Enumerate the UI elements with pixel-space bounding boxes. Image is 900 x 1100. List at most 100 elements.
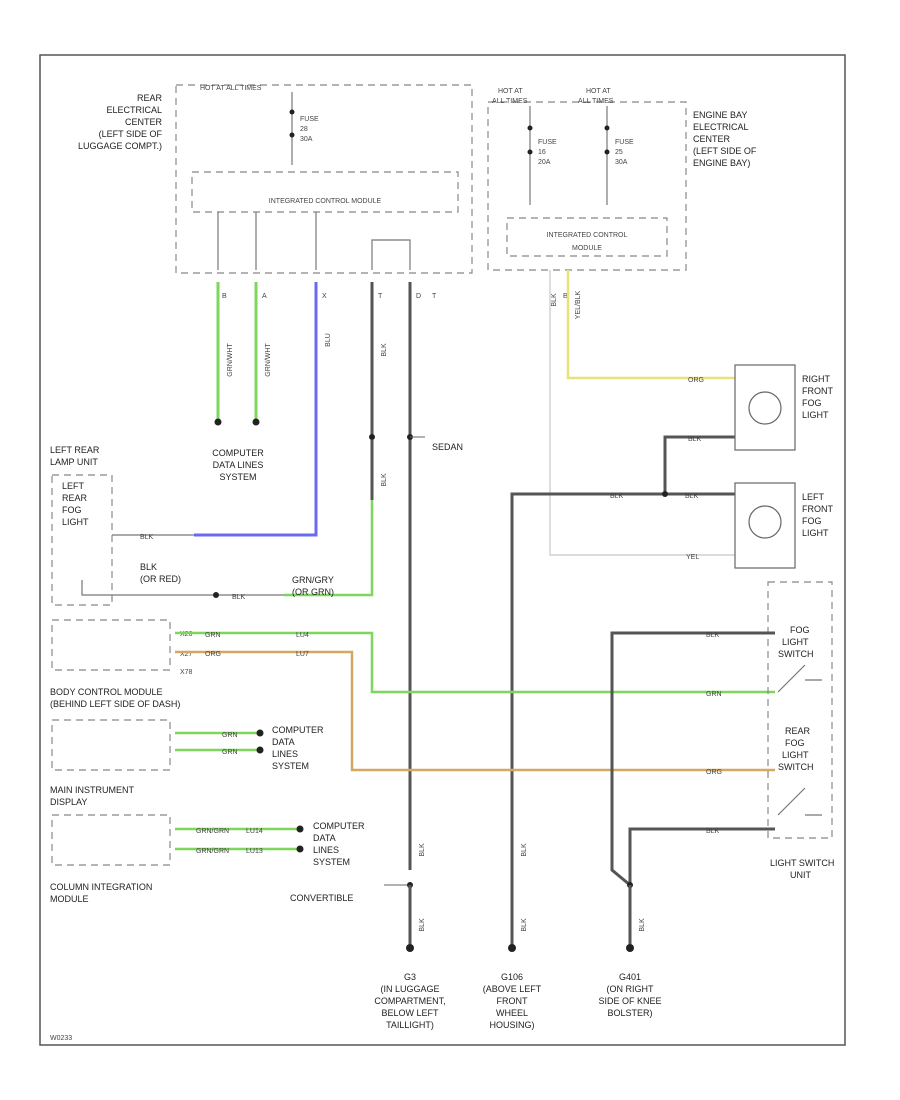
rear-electrical-center: REAR ELECTRICAL CENTER (LEFT SIDE OF LUG… [78,84,473,274]
body-control-module: X26 X27 X78 GRN ORG LU4 LU7 GRN ORG BODY… [50,619,775,776]
rear-fog-switch-label-1: REAR [785,726,811,736]
wire-label-lu7: LU7 [296,651,309,658]
engine-center-label-4: (LEFT SIDE OF [693,146,757,156]
fuse-eng-1-rating: 20A [538,159,551,166]
pin-x78: X78 [180,669,193,676]
cdls-3-line-4: SYSTEM [313,857,350,867]
left-rear-conn-1: LEFT REAR [50,445,100,455]
rf-fog-label-3: FOG [802,398,822,408]
light-switch-unit-label-2: UNIT [790,870,811,880]
g106-label-4: WHEEL [496,1008,528,1018]
rear-center-label-4: (LEFT SIDE OF [99,129,163,139]
bcm-label-2: (BEHIND LEFT SIDE OF DASH) [50,699,180,709]
fuse-eng-2-rating: 30A [615,159,628,166]
g106-label-2: (ABOVE LEFT [483,984,542,994]
g401-label-1: G401 [619,972,641,982]
column-integration-module: GRN/GRN GRN/GRN LU14 LU13 COMPUTER DATA … [50,814,365,904]
fog-switch-label-1: FOG [790,625,810,635]
wire-label-blk-lr: BLK [140,534,154,541]
wire-label-yel: YEL [686,554,699,561]
rear-black-wires: SEDAN BLK BLK [284,282,463,870]
g106-label-3: FRONT [497,996,528,1006]
rf-fog-label-2: FRONT [802,386,833,396]
engine-hot-1-a: HOT AT [498,88,523,95]
lr-fog-label-1: LEFT [62,481,85,491]
engine-center-label-3: CENTER [693,134,731,144]
cdls-3-line-1: COMPUTER [313,821,365,831]
wire-label-org-bcm: ORG [205,651,221,658]
fuse-eng-1-label: FUSE [538,139,557,146]
wire-label-blk-lf: BLK [610,493,624,500]
cdls-2-line-3: LINES [272,749,298,759]
rear-center-label-5: LUGGAGE COMPT.) [78,141,162,151]
wire-label-blu: BLU [325,333,332,347]
rear-center-label-1: REAR [137,93,163,103]
cim-label-1: COLUMN INTEGRATION [50,882,152,892]
blue-wire: BLU [194,282,332,537]
pin-x27: X27 [180,651,193,658]
wire-label-grn-c2: GRN/GRN [196,848,229,855]
top-pin-codes: B A X T D T B [222,293,568,300]
g106-label-5: HOUSING) [490,1020,535,1030]
wire-label-blk-g401: BLK [639,918,646,932]
blk-or-red-1: BLK [140,562,157,572]
cdls-2-line-4: SYSTEM [272,761,309,771]
lf-fog-label-3: FOG [802,516,822,526]
right-front-fog-light: RIGHT FRONT FOG LIGHT [734,364,833,451]
wire-label-org: ORG [688,377,704,384]
lr-fog-label-4: LIGHT [62,517,89,527]
rear-center-label-2: ELECTRICAL [106,105,162,115]
wire-label-blk-g106: BLK [521,843,528,857]
pin-code-7: B [563,293,568,300]
wire-label-lu14: LU14 [246,828,263,835]
gry-or-grn-1: GRN/GRY [292,575,334,585]
wire-label-lu4: LU4 [296,632,309,639]
engine-hot-2-a: HOT AT [586,88,611,95]
wire-label-grn-bcm: GRN [205,632,221,639]
cdls-1-line-3: SYSTEM [219,472,256,482]
engine-center-label-1: ENGINE BAY [693,110,747,120]
wire-label-blk-sw1: BLK [706,632,720,639]
light-switch-unit: FOG LIGHT SWITCH REAR FOG LIGHT SWITCH L… [767,581,834,880]
lr-fog-label-2: REAR [62,493,88,503]
pin-code-5: D [416,293,421,300]
pin-code-1: B [222,293,227,300]
rear-fog-switch-label-2: FOG [785,738,805,748]
g401-label-3: SIDE OF KNEE [598,996,661,1006]
cdls-1-line-2: DATA LINES [213,460,264,470]
g401-label-4: BOLSTER) [607,1008,652,1018]
light-switch-unit-label-1: LIGHT SWITCH [770,858,834,868]
wire-label-blk-eng: BLK [551,293,558,307]
wire-label-blk-g3: BLK [419,843,426,857]
fog-switch-label-3: SWITCH [778,649,814,659]
wire-label-grn-wht-2: GRN/WHT [265,343,272,377]
g401-label-2: (ON RIGHT [607,984,654,994]
fuse-rear-rating: 30A [300,136,313,143]
pin-code-3: X [322,293,327,300]
left-front-fog-light: LEFT FRONT FOG LIGHT [734,482,833,569]
left-rear-fog-light: LEFT REAR LAMP UNIT LEFT REAR FOG LIGHT … [50,445,334,606]
mip-label-2: DISPLAY [50,797,87,807]
icm-engine-label-1: INTEGRATED CONTROL [547,232,628,239]
mip-label-1: MAIN INSTRUMENT [50,785,134,795]
wire-label-lu13: LU13 [246,848,263,855]
grounds: CONVERTIBLE BLK BLK BLK BLK G3 (IN LUGGA… [290,843,662,1030]
wire-label-grn-m1: GRN [222,732,238,739]
icm-rear-label: INTEGRATED CONTROL MODULE [269,198,382,205]
engine-hot-1-b: ALL TIMES [492,98,528,105]
bcm-label-1: BODY CONTROL MODULE [50,687,163,697]
rear-fog-switch-label-4: SWITCH [778,762,814,772]
rear-fog-switch-label-3: LIGHT [782,750,809,760]
lr-fog-label-3: FOG [62,505,82,515]
pin-code-2: A [262,293,267,300]
g3-label-3: COMPARTMENT, [374,996,445,1006]
fog-ground-wires: BLK BLK BLK [510,435,735,870]
data-line-wires: GRN/WHT GRN/WHT COMPUTER DATA LINES SYST… [212,282,272,482]
wire-label-blk-g3b: BLK [419,918,426,932]
fuse-eng-2-label: FUSE [615,139,634,146]
g3-label-5: TAILLIGHT) [386,1020,434,1030]
wire-label-blk-2: BLK [381,473,388,487]
pin-code-4: T [378,293,383,300]
lf-fog-label-2: FRONT [802,504,833,514]
